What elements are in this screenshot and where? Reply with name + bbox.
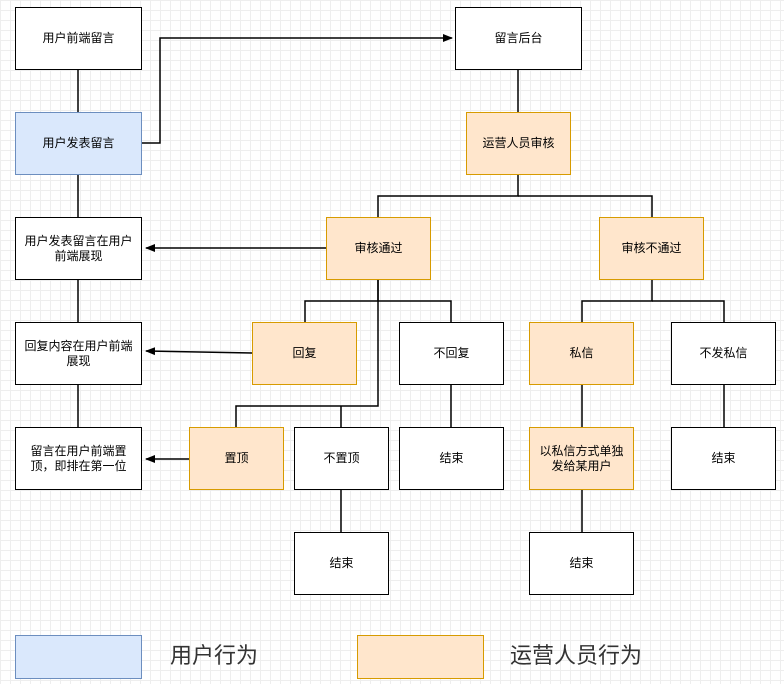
legend-ops-label: 运营人员行为 xyxy=(510,644,643,669)
legend-user-label: 用户行为 xyxy=(170,644,259,669)
node-no-private-message: 不发私信 xyxy=(671,322,776,385)
legend-user-swatch xyxy=(15,635,142,679)
node-private-message: 私信 xyxy=(529,322,634,385)
edge-n2-n6 xyxy=(142,34,453,144)
edge-n8-pin xyxy=(235,280,379,427)
node-end-no-dm: 结束 xyxy=(671,427,776,490)
node-pin: 置顶 xyxy=(189,427,284,490)
node-review-pass: 审核通过 xyxy=(326,217,431,280)
node-end-no-reply: 结束 xyxy=(399,427,504,490)
edge-n7-n9 xyxy=(518,195,653,217)
node-reply-displayed: 回复内容在用户前端展现 xyxy=(15,322,142,385)
edge-n8-n10 xyxy=(304,280,379,322)
node-backend: 留言后台 xyxy=(455,7,582,70)
node-no-reply: 不回复 xyxy=(399,322,504,385)
edge-n8-n11 xyxy=(378,300,452,322)
edge-n7-split xyxy=(377,175,519,217)
edge-n9-n13 xyxy=(652,300,725,322)
node-user-post: 用户发表留言 xyxy=(15,112,142,175)
node-no-pin: 不置顶 xyxy=(294,427,389,490)
node-send-private: 以私信方式单独发给某用户 xyxy=(529,427,634,490)
node-review-reject: 审核不通过 xyxy=(599,217,704,280)
node-pinned-displayed: 留言在用户前端置顶，即排在第一位 xyxy=(15,427,142,490)
node-user-frontend: 用户前端留言 xyxy=(15,7,142,70)
edge-n10-n4 xyxy=(145,347,253,356)
node-post-displayed: 用户发表留言在用户前端展现 xyxy=(15,217,142,280)
node-reply: 回复 xyxy=(252,322,357,385)
node-end-no-pin: 结束 xyxy=(294,532,389,595)
node-ops-review: 运营人员审核 xyxy=(466,112,571,175)
node-end-private: 结束 xyxy=(529,532,634,595)
legend-ops-swatch xyxy=(357,635,484,679)
edge-n9-n12 xyxy=(581,280,653,322)
